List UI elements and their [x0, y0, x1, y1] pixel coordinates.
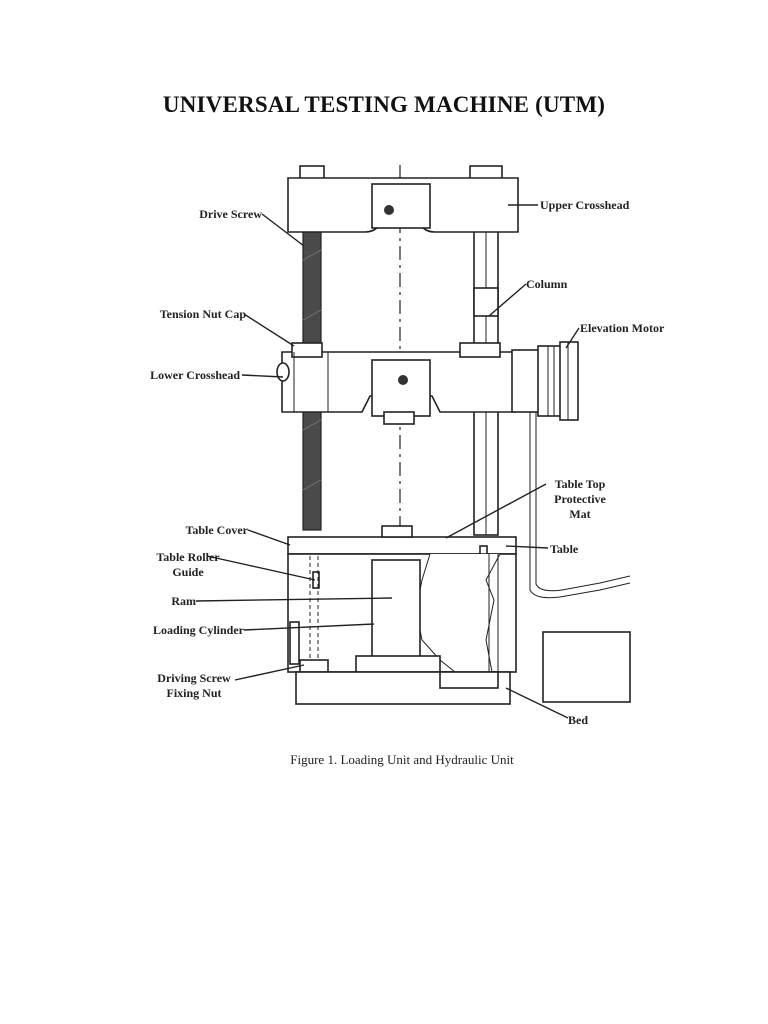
table-roller-guide — [289, 621, 300, 665]
label-driving-screw-line1: Driving Screw — [157, 671, 231, 685]
table — [287, 525, 517, 557]
leader-lines — [195, 204, 580, 719]
lower-crosshead — [276, 342, 516, 425]
label-drive-screw: Drive Screw — [199, 207, 262, 221]
label-elevation-motor: Elevation Motor — [580, 321, 665, 335]
loading-unit-body — [287, 553, 517, 673]
label-lower-crosshead: Lower Crosshead — [150, 368, 240, 382]
bed — [295, 671, 511, 705]
hydraulic-unit — [542, 631, 631, 703]
label-loading-cylinder: Loading Cylinder — [153, 623, 245, 637]
loading-cylinder — [355, 655, 441, 673]
label-column: Column — [526, 277, 568, 291]
elevation-motor — [511, 341, 631, 599]
upper-crosshead — [287, 177, 519, 233]
tension-nut-cap — [291, 342, 323, 358]
label-table-top-line2: Protective — [554, 492, 606, 506]
label-ram: Ram — [171, 594, 196, 608]
label-table: Table — [550, 542, 579, 556]
label-table-cover: Table Cover — [185, 523, 248, 537]
label-driving-screw-line2: Fixing Nut — [166, 686, 221, 700]
label-table-top-line3: Mat — [569, 507, 590, 521]
label-tension-nut-cap: Tension Nut Cap — [160, 307, 247, 321]
figure-caption: Figure 1. Loading Unit and Hydraulic Uni… — [290, 752, 514, 767]
label-bed: Bed — [568, 713, 588, 727]
label-table-roller-guide-line2: Guide — [172, 565, 204, 579]
ram — [371, 559, 421, 661]
label-upper-crosshead: Upper Crosshead — [540, 198, 630, 212]
page-title: UNIVERSAL TESTING MACHINE (UTM) — [162, 92, 606, 117]
label-table-top-line1: Table Top — [555, 477, 606, 491]
label-table-roller-guide-line1: Table Roller — [156, 550, 220, 564]
driving-screw-fixing-nut — [299, 659, 329, 673]
